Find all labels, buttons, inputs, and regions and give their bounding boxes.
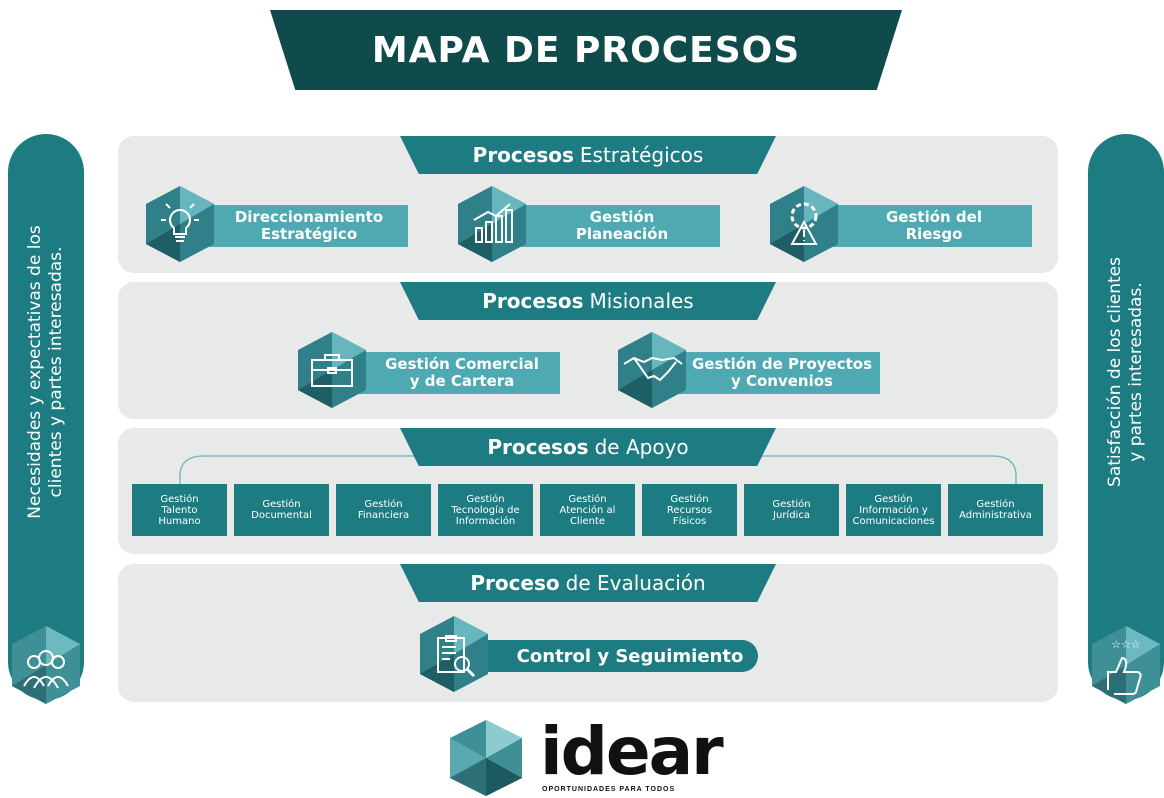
apoyo-label: Gestión [466, 493, 505, 505]
apoyo-label: Humano [158, 515, 201, 527]
tab-misionales-rest: Misionales [589, 289, 694, 313]
tab-estrategicos-bold: Procesos [472, 143, 574, 167]
apoyo-label: Talento [161, 504, 198, 516]
apoyo-label: Físicos [672, 515, 707, 527]
tab-apoyo-rest: de Apoyo [594, 435, 689, 459]
apoyo-label: Cliente [569, 515, 606, 527]
process-label: Gestión Comercial [385, 355, 539, 373]
control-label: Control y Seguimiento [516, 645, 744, 667]
left-side-line2: clientes y partes interesadas. [46, 246, 66, 498]
logo-wordmark: idear [540, 713, 724, 790]
thumbs-up-stars-icon: ☆☆☆ [1092, 626, 1160, 704]
right-side-bar: Satisfacción de los clientes y partes in… [1088, 134, 1164, 704]
process-label: Gestión [589, 208, 655, 226]
page-title: MAPA DE PROCESOS [371, 29, 801, 71]
process-control-seguimiento: Control y Seguimiento [472, 640, 758, 672]
apoyo-label: Gestión [568, 493, 607, 505]
apoyo-label: Documental [251, 510, 312, 521]
process-label: Estratégico [260, 225, 358, 243]
process-label: Gestión del [886, 208, 982, 226]
left-side-line1: Necesidades y expectativas de los [25, 225, 45, 519]
process-label: Planeación [575, 225, 669, 243]
apoyo-label: Gestión [976, 499, 1015, 510]
logo-tagline: OPORTUNIDADES PARA TODOS [542, 786, 676, 793]
apoyo-label: Tecnología de [451, 504, 520, 516]
tab-evaluacion-rest: de Evaluación [565, 571, 706, 595]
process-label: Gestión de Proyectos [691, 355, 872, 373]
people-icon [12, 626, 80, 704]
right-side-line2: y partes interesadas. [1126, 281, 1146, 462]
handshake-icon [618, 332, 686, 408]
lightbulb-icon [146, 186, 214, 262]
idear-logo-icon [450, 720, 522, 796]
process-label: Direccionamiento [234, 208, 384, 226]
right-side-line1: Satisfacción de los clientes [1105, 256, 1125, 487]
tab-misionales-bold: Procesos [482, 289, 584, 313]
left-side-bar: Necesidades y expectativas de los client… [8, 134, 84, 704]
apoyo-label: Gestión [262, 499, 301, 510]
apoyo-label: Recursos [666, 504, 713, 516]
right-side-text: Satisfacción de los clientes y partes in… [1105, 257, 1147, 487]
apoyo-label: Gestión [364, 499, 403, 510]
apoyo-label: Comunicaciones [852, 515, 935, 527]
svg-text:☆☆☆: ☆☆☆ [1111, 638, 1141, 651]
gear-warning-icon [770, 186, 838, 262]
apoyo-label: Jurídica [773, 510, 810, 521]
apoyo-label: Financiera [357, 510, 410, 521]
title-banner: MAPA DE PROCESOS [270, 10, 902, 90]
apoyo-label: Información [455, 515, 516, 527]
apoyo-label: Atención al [559, 504, 616, 516]
bar-chart-icon [458, 186, 526, 262]
tab-apoyo-bold: Procesos [487, 435, 589, 459]
tab-apoyo: Procesos de Apoyo [400, 428, 776, 466]
process-label: y Convenios [730, 372, 833, 390]
tab-estrategicos: Procesos Estratégicos [400, 136, 776, 174]
tab-misionales: Procesos Misionales [400, 282, 776, 320]
process-label: Riesgo [905, 225, 963, 243]
apoyo-label: Gestión [670, 493, 709, 505]
clipboard-search-icon [420, 616, 488, 692]
briefcase-icon [298, 332, 366, 408]
apoyo-label: Gestión [160, 493, 199, 505]
process-label: y de Cartera [409, 372, 515, 390]
apoyo-label: Gestión [772, 499, 811, 510]
tab-evaluacion: Proceso de Evaluación [400, 564, 776, 602]
left-side-text: Necesidades y expectativas de los client… [25, 225, 67, 518]
tab-evaluacion-bold: Proceso [470, 571, 560, 595]
apoyo-label: Administrativa [959, 510, 1032, 521]
apoyo-label: Información y [859, 504, 928, 516]
apoyo-label: Gestión [874, 493, 913, 505]
tab-estrategicos-rest: Estratégicos [579, 143, 704, 167]
